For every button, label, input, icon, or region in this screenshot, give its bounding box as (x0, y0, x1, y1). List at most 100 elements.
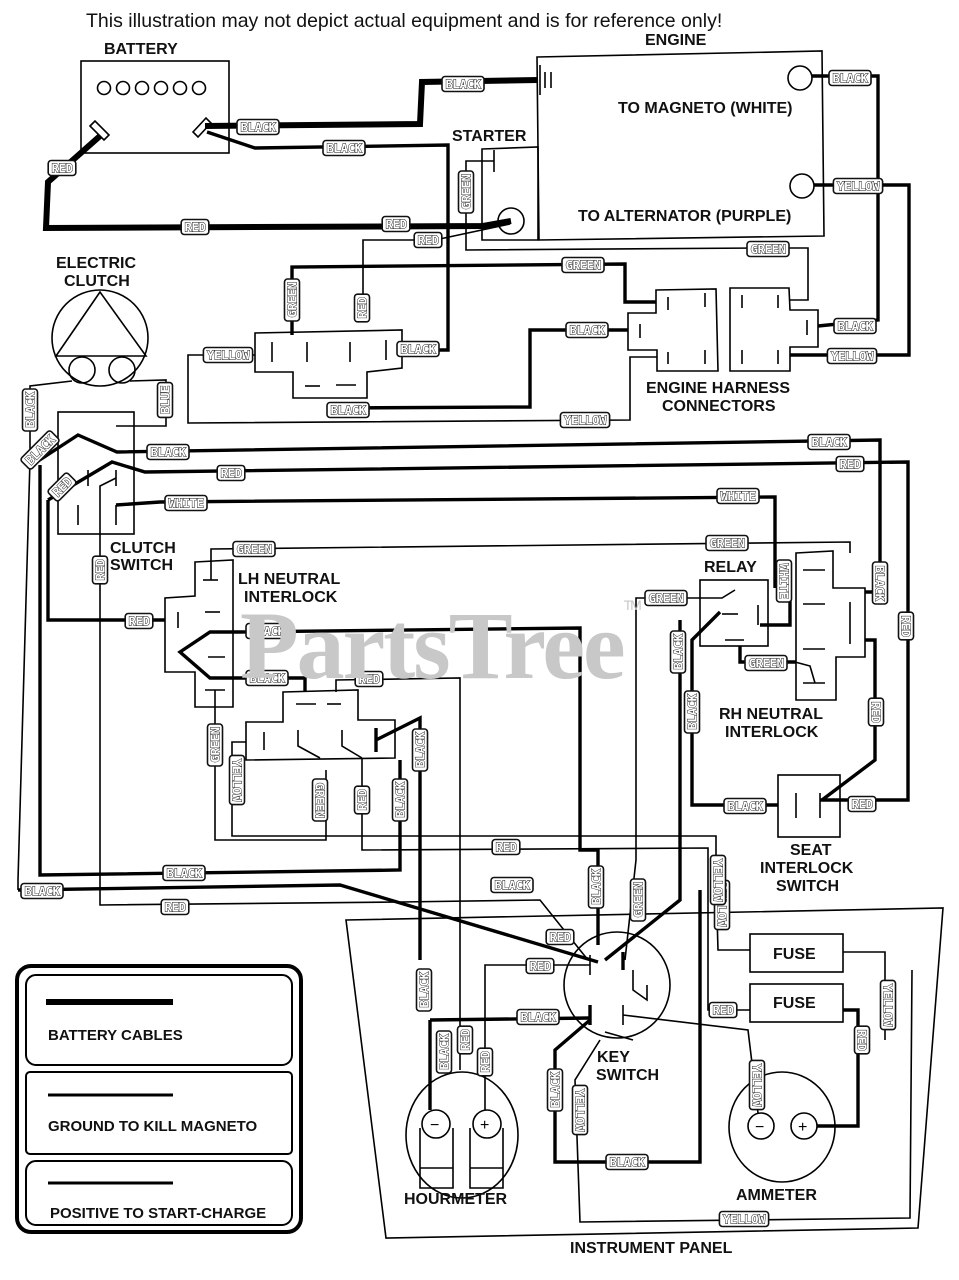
wire-relay-black-2 (603, 620, 682, 962)
wire-label-box (565, 321, 609, 339)
wire-label-mid-red: RED (491, 838, 521, 856)
wire-label-box (245, 622, 289, 640)
wire-label-fuse-red-left: RED (708, 1001, 738, 1019)
wire-label-box (545, 928, 575, 946)
battery-cell (172, 80, 188, 96)
wire-label-eng-black-top: BLACK (441, 75, 485, 93)
wire-label-box (180, 218, 210, 236)
wire-label-bat-red-left: RED (47, 159, 77, 177)
wire-label-text: RED (839, 457, 860, 472)
clutch-triangle (54, 290, 148, 357)
wire-cs-white (115, 495, 777, 588)
battery-cell (96, 80, 112, 96)
lh-neutral-outline (164, 559, 234, 708)
wire-label-box (879, 979, 897, 1031)
rh-neutral-label-1: RH NEUTRAL (719, 706, 823, 723)
switch-contact (297, 730, 321, 759)
seat-interlock-label-1: SEAT (790, 842, 832, 859)
wire-label-text: RED (93, 559, 108, 580)
wire-label-text: BLACK (548, 1071, 563, 1107)
wire-label-box (162, 864, 206, 882)
fuse-1-label: FUSE (773, 946, 816, 963)
wire-label-hm-black-1: BLACK (415, 968, 433, 1012)
clutch-terminal (108, 356, 136, 384)
wire-label-box (807, 433, 851, 451)
wire-label-sw-yellow: YELLOW (228, 754, 246, 806)
wire-mid-red (99, 555, 589, 961)
hourmeter-body (405, 1071, 519, 1199)
wire-starter-red (434, 223, 511, 241)
wire-label-text: YELLOW (564, 413, 607, 428)
wire-label-box (559, 411, 611, 429)
instrument-panel-outline (345, 907, 944, 1239)
wire-label-box (571, 1084, 589, 1136)
wire-label-text: RED (417, 233, 438, 248)
wire-label-box (411, 728, 429, 772)
wire-label-box (775, 559, 793, 603)
key-switch-contact (632, 970, 648, 1002)
wire-label-box (587, 865, 605, 909)
seat-switch-outline (777, 774, 841, 838)
wire-label-box (20, 882, 64, 900)
wire-label-panel-yellow-bottom: YELLOW (718, 1210, 770, 1228)
wire-label-cs-black: BLACK (146, 443, 190, 461)
wire-label-box (832, 177, 884, 195)
wire-label-box (236, 118, 280, 136)
wire-label-seat-yellow-vert: YELLOW (709, 854, 727, 906)
wire-label-magneto-black: BLACK (828, 69, 872, 87)
wire-label-box (435, 1030, 453, 1074)
ammeter-label: AMMETER (736, 1187, 817, 1204)
wire-label-text: GREEN (750, 242, 785, 257)
wire-label-seat-black: BLACK (723, 797, 767, 815)
engine-harness-connectors: ENGINE HARNESS CONNECTORS (627, 287, 819, 415)
wire-label-cs-white: WHITE (164, 494, 208, 512)
wire-label-box (353, 293, 371, 323)
wire-green-top (210, 541, 851, 560)
wire-label-box (354, 670, 384, 688)
wire-ks-black-left (429, 1016, 591, 1022)
wire-label-text: RED (851, 797, 872, 812)
wire-label-box (156, 381, 174, 419)
legend-cell-3 (25, 1160, 293, 1226)
wire-label-relay1-yellow: YELLOW (202, 346, 254, 364)
switch-contact (341, 730, 363, 759)
relay-contact (700, 589, 736, 599)
wire-label-relay-green-left: GREEN (644, 589, 688, 607)
wire-label-harness-green-left: GREEN (561, 256, 605, 274)
legend-label-ground: GROUND TO KILL MAGNETO (48, 1118, 258, 1135)
wire-label-text: YELLOW (230, 759, 245, 802)
wire-label-lh-black-1: BLACK (245, 622, 289, 640)
clutch-terminal (68, 356, 96, 384)
hourmeter-minus: − (430, 1117, 439, 1134)
magneto-terminal (787, 65, 813, 91)
wire-label-lh-green-vert: GREEN (206, 723, 224, 767)
wire-label-box (853, 1025, 871, 1055)
wire-label-rh-red-vert-2: RED (867, 697, 885, 727)
wire-label-text: BLACK (685, 693, 700, 729)
wire-label-text: BLACK (330, 403, 366, 418)
wire-label-am-yellow: YELLOW (748, 1059, 766, 1111)
wire-label-relay-black-vert: BLACK (669, 630, 687, 674)
wire-label-text: YELLOW (573, 1089, 588, 1132)
wire-label-ks-green-top: GREEN (629, 878, 647, 922)
starter-outline (481, 146, 539, 241)
wire-harness-yellow (187, 354, 657, 424)
wire-label-starter-green: GREEN (457, 170, 475, 214)
wire-label-sw-green: GREEN (311, 778, 329, 822)
starter: STARTER (452, 128, 539, 241)
wire-label-starter-red-2: RED (413, 231, 443, 249)
wire-label-box (311, 778, 329, 822)
wire-label-lh-black-2: BLACK (245, 669, 289, 687)
wire-label-text: RED (128, 614, 149, 629)
wire-label-box (91, 555, 109, 585)
clutch-switch: CLUTCH SWITCH (57, 411, 176, 574)
wire-label-lh-red-2: RED (354, 670, 384, 688)
wire-label-text: GREEN (748, 656, 783, 671)
wire-label-box (723, 797, 767, 815)
wire-label-text: BLACK (589, 868, 604, 904)
wire-label-text: BLACK (494, 878, 530, 893)
legend-label-battery-cables: BATTERY CABLES (48, 1027, 183, 1044)
wire-label-relay1-green: GREEN (283, 278, 301, 322)
wire-label-ks-red-diag: RED (545, 928, 575, 946)
wire-relay-red (362, 239, 435, 315)
